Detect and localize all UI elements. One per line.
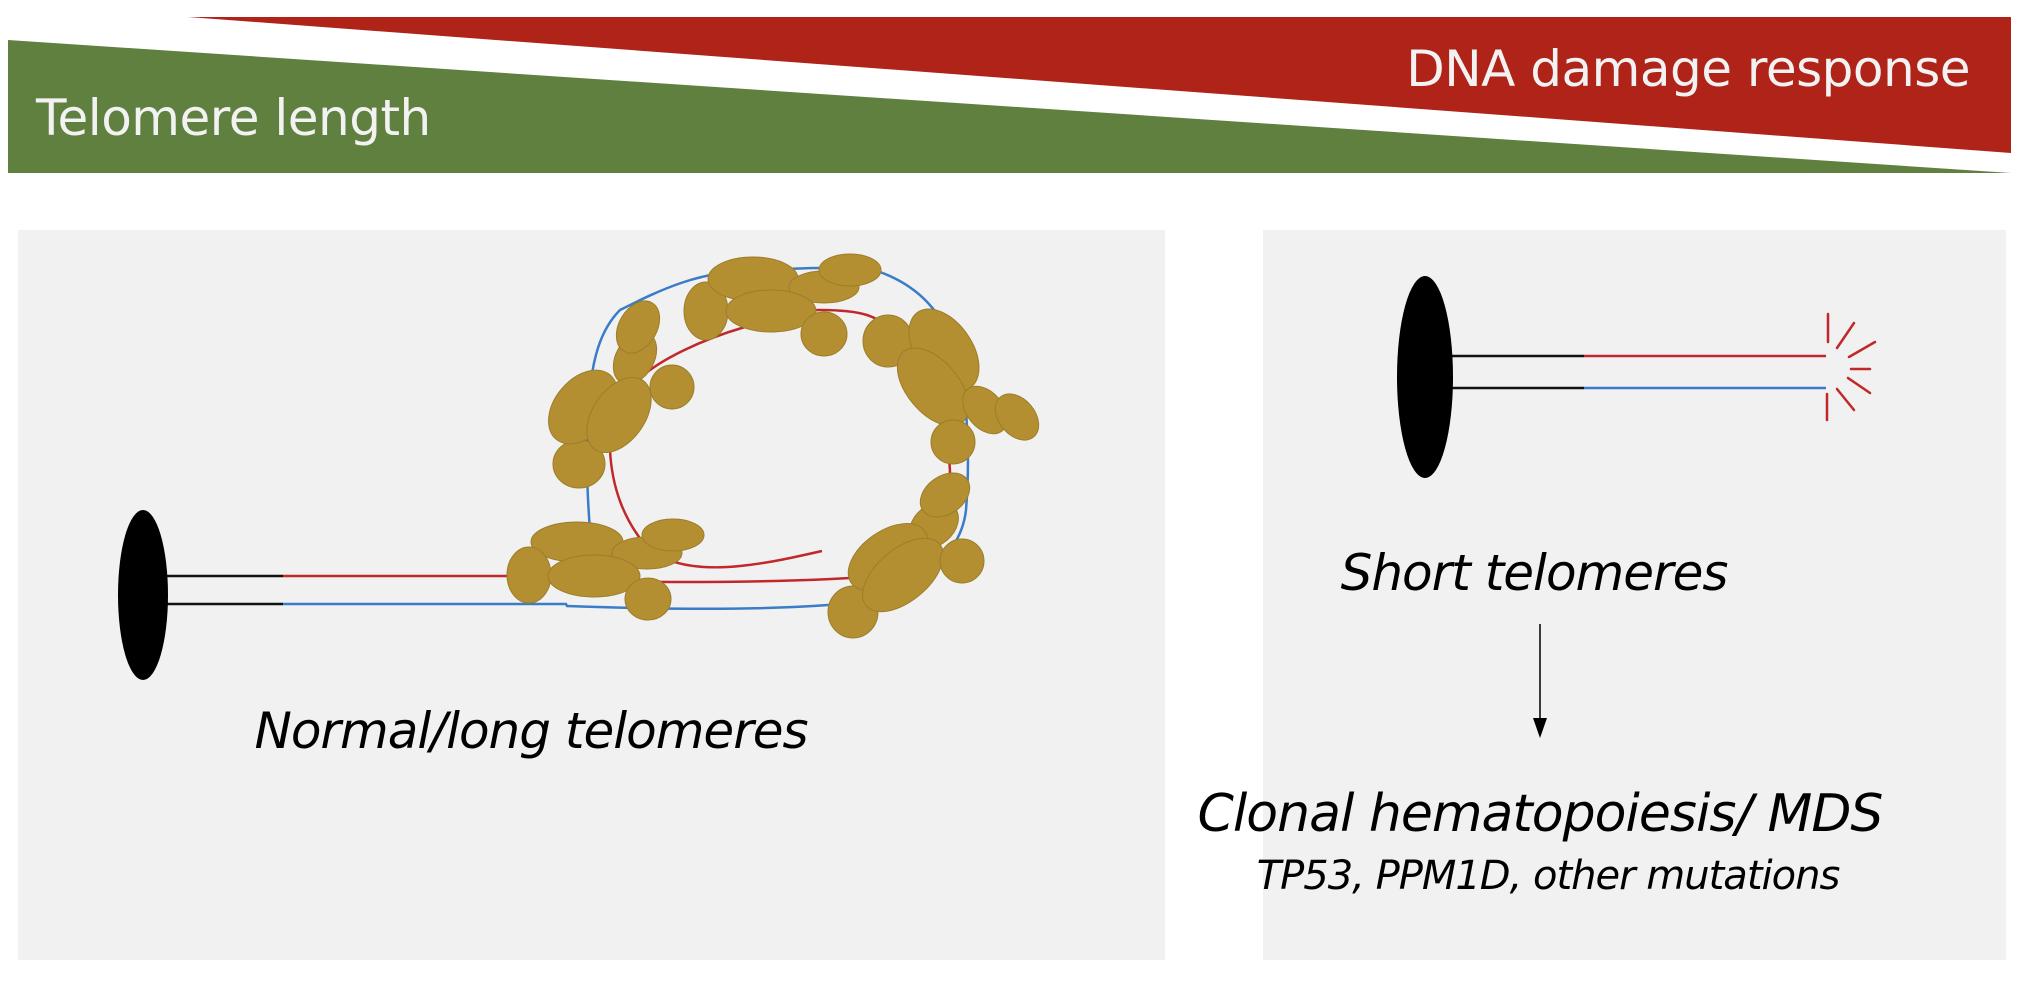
- shelterin-protein: [586, 377, 652, 453]
- short-telomeres-caption: Short telomeres: [1340, 544, 1729, 602]
- shelterin-protein: [641, 518, 705, 552]
- gradient-banner: [8, 17, 2011, 173]
- shelterin-protein: [939, 538, 985, 584]
- centromere-right: [1397, 276, 1453, 478]
- short-chromosome: [1397, 276, 1826, 478]
- shelterin-protein: [615, 300, 661, 354]
- shelterin-protein: [649, 364, 695, 410]
- centromere-left: [118, 510, 168, 680]
- shelterin-protein: [818, 253, 882, 287]
- dna-damage-response-label: DNA damage response: [1406, 40, 1970, 98]
- down-arrow-icon: [1533, 624, 1547, 738]
- shelterin-protein: [862, 537, 944, 613]
- shelterin-protein: [725, 289, 817, 333]
- shelterin-protein: [919, 472, 971, 518]
- shelterin-protein: [800, 311, 848, 357]
- shelterin-proteins: [506, 253, 1040, 639]
- mutations-subtitle: TP53, PPM1D, other mutations: [1256, 853, 1841, 899]
- dna-damage-burst-icon: [1825, 312, 1877, 422]
- clonal-hematopoiesis-title: Clonal hematopoiesis/ MDS: [1197, 784, 1884, 844]
- shelterin-protein: [930, 419, 976, 465]
- normal-telomeres-caption: Normal/long telomeres: [254, 702, 808, 760]
- telomere-length-wedge: [8, 40, 2011, 173]
- shelterin-protein: [994, 393, 1040, 441]
- shelterin-protein: [624, 577, 672, 621]
- telomere-length-label: Telomere length: [36, 89, 431, 147]
- dna-damage-response-wedge: [188, 17, 2011, 153]
- shelterin-protein: [506, 546, 552, 604]
- shelterin-protein: [547, 554, 641, 598]
- short-telomere-panel: [1263, 230, 2006, 960]
